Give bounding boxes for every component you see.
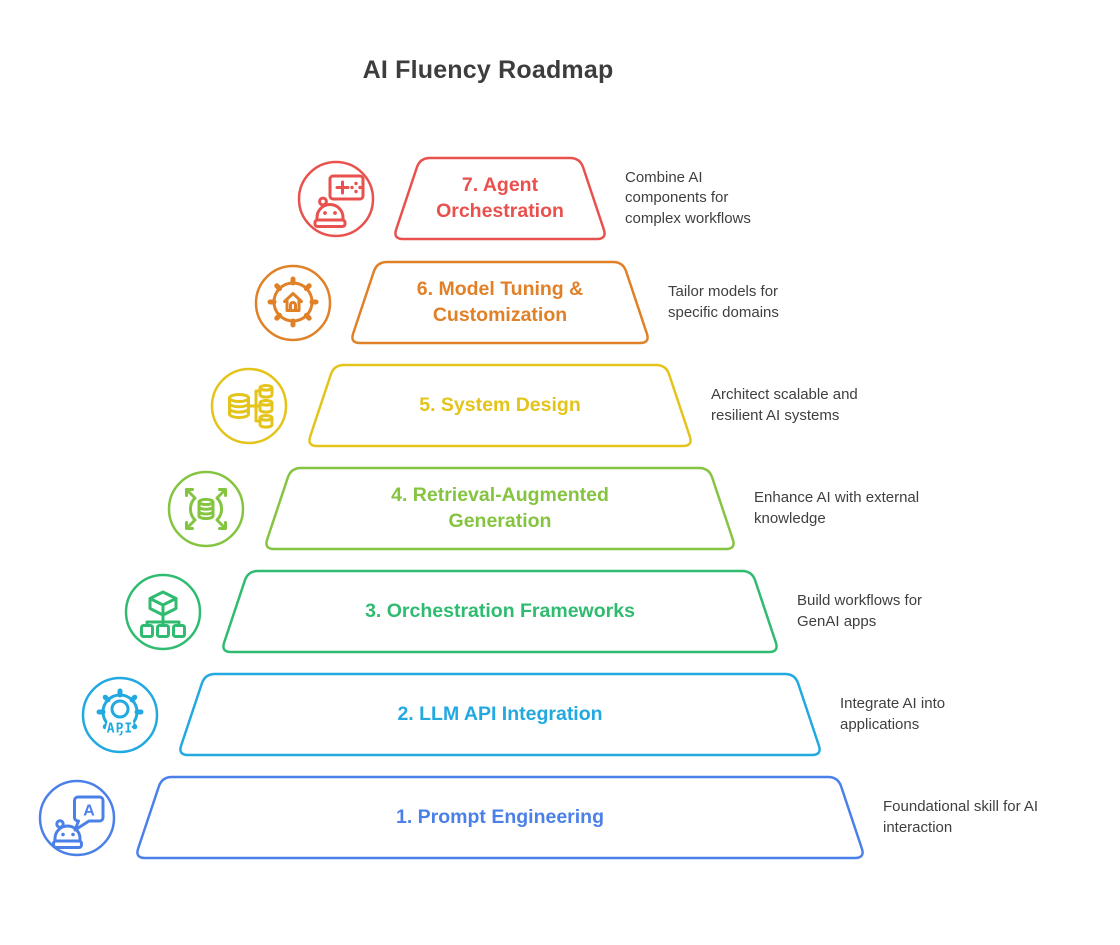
level-4-label: 4. Retrieval-Augmented Generation	[391, 484, 609, 532]
level-1-description: Foundational skill for AI interaction	[883, 798, 1039, 836]
level-4-trapezoid	[265, 466, 735, 551]
level-7-label: 7. Agent Orchestration	[436, 174, 564, 222]
level-5-trapezoid	[308, 363, 692, 448]
level-7-description: Combine AI components for complex workfl…	[625, 169, 751, 227]
page-title: AI Fluency Roadmap	[362, 56, 614, 84]
level-5-label: 5. System Design	[419, 393, 581, 416]
level-2-trapezoid	[179, 672, 821, 757]
level-3-trapezoid	[222, 569, 778, 654]
level-7-trapezoid	[394, 156, 606, 241]
level-1-label: 1. Prompt Engineering	[395, 805, 605, 828]
level-6-trapezoid	[351, 260, 649, 345]
svg-text:A: A	[83, 802, 95, 819]
svg-text:API: API	[107, 721, 133, 736]
level-2-description: Integrate AI into applications	[840, 695, 946, 733]
level-3-description: Build workflows for GenAI apps	[797, 592, 923, 630]
gear-house-icon	[253, 263, 333, 343]
level-3-label: 3. Orchestration Frameworks	[365, 599, 635, 622]
level-5-description: Architect scalable and resilient AI syst…	[711, 386, 858, 424]
database-expand-icon	[166, 469, 246, 549]
cube-hierarchy-icon	[123, 572, 203, 652]
level-4-description: Enhance AI with external knowledge	[754, 489, 920, 527]
robot-chat-icon: A	[37, 778, 117, 858]
level-2-label: 2. LLM API Integration	[397, 702, 603, 725]
agent-orchestration-icon	[296, 159, 376, 239]
database-topology-icon	[209, 366, 289, 446]
api-gear-icon: API	[80, 675, 160, 755]
level-6-label: 6. Model Tuning & Customization	[416, 278, 584, 326]
level-1-trapezoid	[136, 775, 864, 860]
level-6-description: Tailor models for specific domains	[668, 283, 779, 321]
